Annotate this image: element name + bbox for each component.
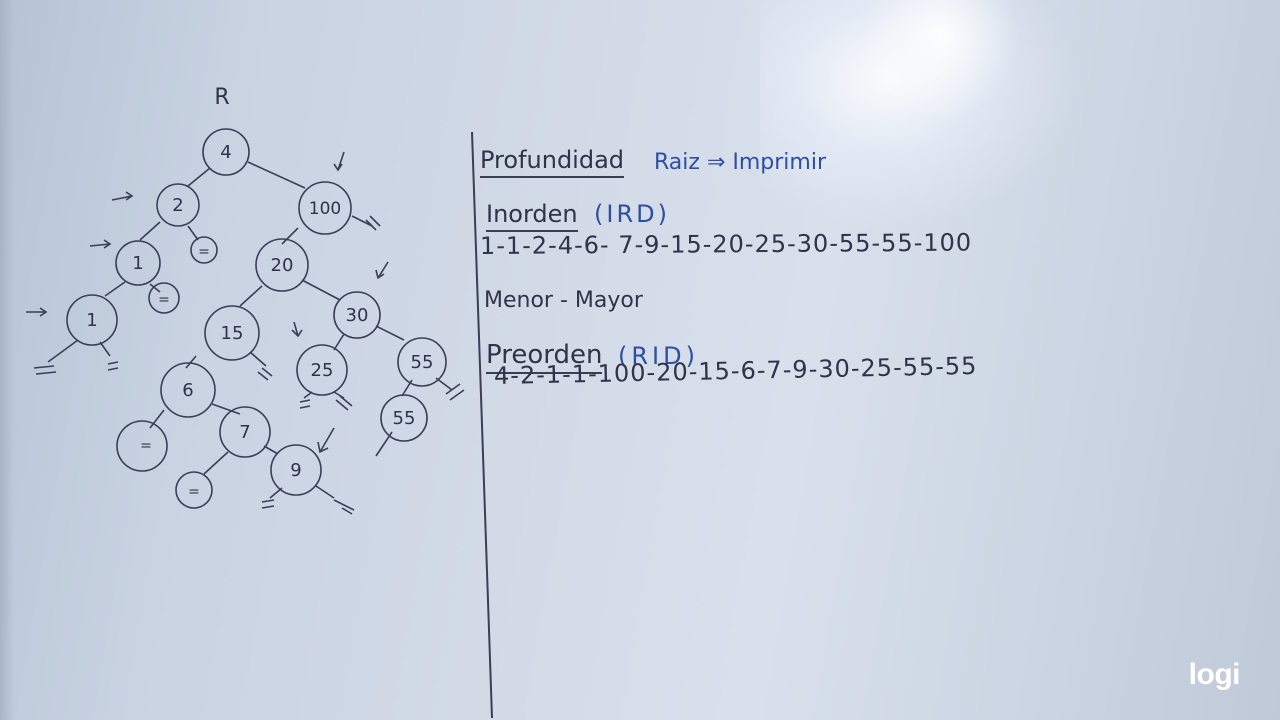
edge [139, 221, 161, 241]
edge [351, 215, 373, 227]
tree-node [160, 362, 216, 418]
tree-node [219, 406, 271, 458]
edge [375, 325, 405, 341]
tree-node [66, 294, 118, 346]
edge [187, 167, 211, 187]
null-label: = [198, 244, 210, 260]
tree-node [204, 305, 260, 361]
node-label: 4 [220, 142, 231, 163]
edge [281, 227, 299, 245]
node-label: 100 [309, 199, 341, 219]
edge [301, 279, 341, 301]
edge [249, 351, 267, 367]
menor-mayor-note: Menor - Mayor [484, 288, 643, 313]
arrow-mark [26, 307, 48, 317]
logi-logo: logi [1188, 658, 1241, 691]
node-label: 30 [346, 305, 369, 326]
node-labels: R 4 2 100 1 20 1 15 30 6 25 55 7 55 9 = … [86, 85, 433, 500]
null-mark [299, 399, 311, 409]
tree-node [397, 337, 447, 387]
node-label: 2 [172, 195, 183, 216]
tree-node [115, 240, 161, 286]
raiz-imprimir-note: Raiz ⇒ Imprimir [654, 150, 826, 175]
null-mark [335, 395, 353, 411]
node-label: 1 [132, 253, 143, 274]
edge [149, 283, 161, 293]
node-label: 1 [86, 310, 97, 331]
null-node [175, 471, 213, 509]
null-mark [261, 499, 275, 509]
node-label: 6 [182, 380, 193, 401]
tree-node [298, 181, 352, 235]
tree-node [296, 344, 348, 396]
node-label: 55 [411, 352, 434, 373]
arrow-mark [89, 239, 112, 249]
tree-node [156, 183, 200, 227]
null-mark [445, 383, 465, 401]
inorden-heading: Inorden [486, 200, 578, 232]
whiteboard-frame [0, 0, 14, 720]
arrow-mark [333, 151, 345, 172]
null-label: = [158, 292, 170, 308]
null-mark [365, 215, 381, 231]
arrow-mark [375, 261, 389, 280]
light-glare-core [860, 0, 1020, 120]
arrow-mark [317, 427, 335, 454]
edge [239, 285, 263, 307]
null-label: = [140, 438, 152, 454]
tree-node [202, 128, 250, 176]
inorden-code: (IRD) [594, 200, 670, 228]
inorden-sequence: 1-1-2-4-6- 7-9-15-20-25-30-55-55-100 [479, 228, 973, 260]
arrow-mark [291, 321, 303, 338]
edge [247, 161, 306, 189]
node-label: 55 [393, 408, 416, 429]
edge [149, 409, 165, 429]
edge [315, 485, 335, 499]
node-label: 7 [239, 422, 250, 443]
null-mark [107, 361, 119, 371]
edge [263, 445, 279, 455]
null-node [148, 282, 180, 314]
edge [203, 451, 229, 475]
null-node [116, 420, 168, 472]
null-node [190, 236, 218, 264]
null-label: = [188, 484, 200, 500]
preorden-heading: Preorden [486, 340, 603, 374]
profundidad-heading: Profundidad [480, 146, 625, 178]
tree-node [270, 444, 322, 496]
root-label: R [214, 85, 229, 110]
tree-node [255, 238, 309, 292]
edge [99, 341, 111, 357]
tree-node [380, 394, 428, 442]
node-label: 9 [290, 460, 301, 481]
preorden-code: (RID) [618, 342, 699, 370]
node-label: 25 [311, 360, 334, 381]
edge [47, 339, 79, 363]
node-label: 15 [221, 323, 244, 344]
divider-line [471, 131, 493, 719]
node-label: 20 [271, 255, 294, 276]
edge [104, 281, 126, 297]
edge [187, 225, 199, 241]
null-mark [33, 365, 57, 375]
edge [185, 355, 197, 369]
null-mark [333, 499, 355, 515]
arrow-mark [111, 191, 134, 201]
tree-node [333, 291, 381, 339]
edge [333, 333, 345, 351]
edge [211, 403, 241, 415]
null-mark [257, 367, 273, 381]
